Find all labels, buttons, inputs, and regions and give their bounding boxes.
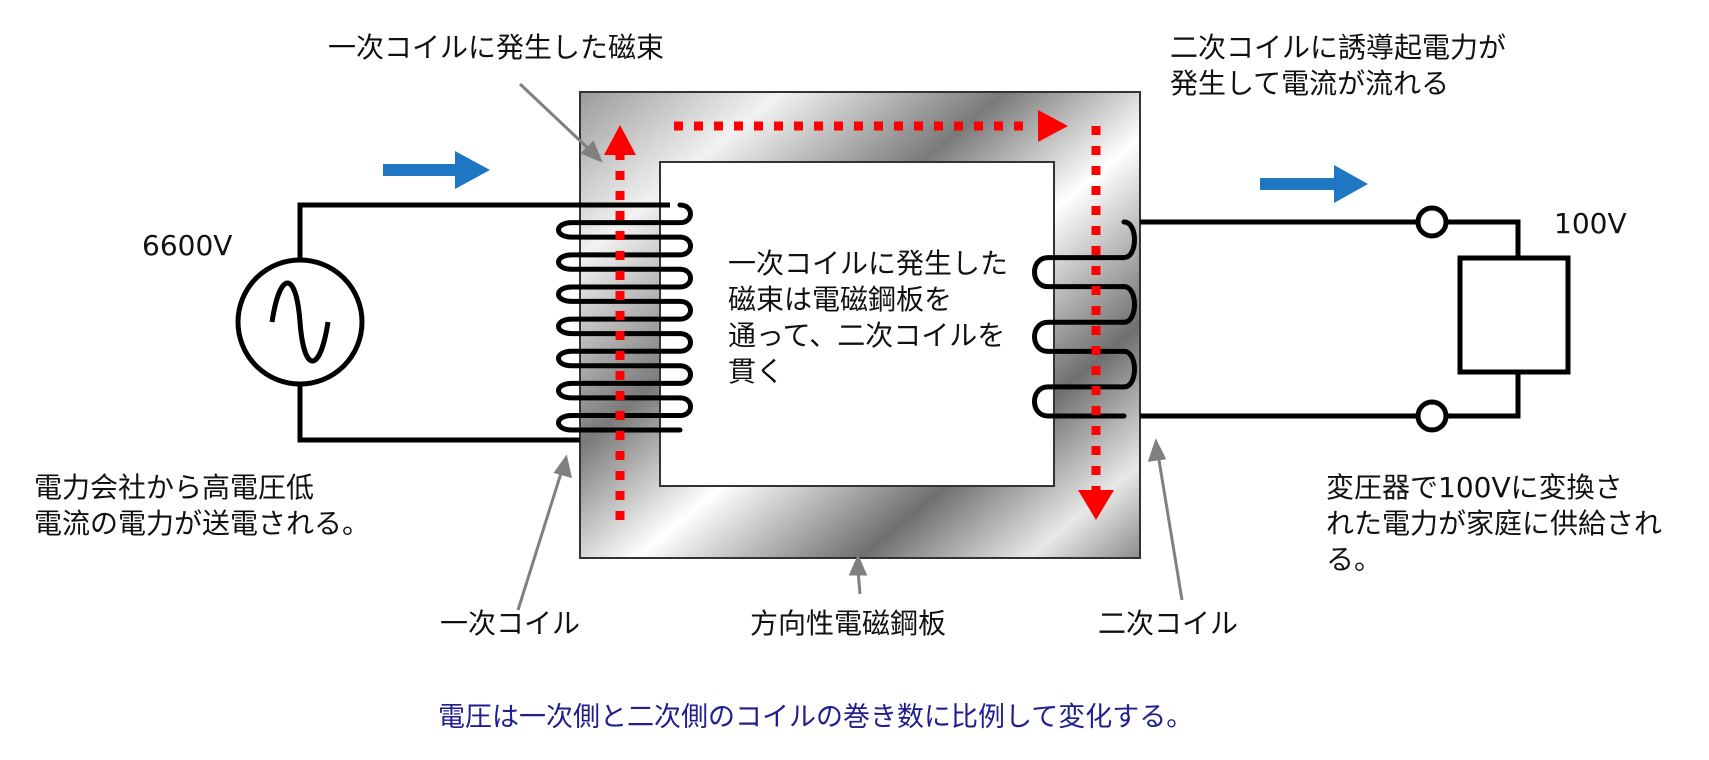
primary-coil-winding [556, 202, 693, 240]
primary-coil-winding [556, 331, 693, 369]
label-flux-path: 一次コイルに発生した 磁束は電磁鋼板を 通って、二次コイルを 貫く [728, 247, 1009, 388]
sine-wave-icon [269, 280, 331, 364]
label-secondary-coil: 二次コイル [1098, 607, 1239, 640]
ac-source [235, 257, 365, 387]
resistor-icon [1457, 255, 1571, 375]
terminal-bottom [1415, 399, 1449, 433]
secondary-coil-winding [1032, 348, 1137, 419]
label-primary-coil: 一次コイル [440, 607, 581, 640]
current-arrow-input [383, 151, 490, 189]
label-primary-flux: 一次コイルに発生した磁束 [328, 31, 665, 64]
pointer-arrows [516, 82, 1184, 611]
flux-arrows [615, 121, 1101, 520]
pointer-primary-coil [516, 469, 564, 611]
primary-coil-winding [556, 266, 693, 304]
primary-coil-winding [556, 298, 693, 337]
primary-coil-winding [556, 234, 693, 272]
right-arrow-icon [1334, 165, 1368, 203]
flux-arrowhead-down [1078, 490, 1114, 520]
label-core: 方向性電磁鋼板 [750, 607, 947, 640]
label-input-voltage: 6600V [142, 229, 233, 262]
current-arrow-output [1260, 165, 1368, 203]
label-output-voltage: 100V [1554, 207, 1627, 240]
primary-coil [556, 202, 693, 433]
secondary-coil [1032, 219, 1137, 419]
right-arrow-icon [455, 151, 490, 189]
secondary-coil-winding [1032, 284, 1137, 354]
terminal-top [1415, 205, 1449, 239]
primary-coil-winding [556, 363, 693, 401]
secondary-circuit-wires [1140, 219, 1521, 419]
label-secondary-emf: 二次コイルに誘導起電力が 発生して電流が流れる [1170, 31, 1507, 100]
flux-arrowhead-up [604, 125, 636, 155]
pointer-secondary-coil [1156, 453, 1184, 601]
primary-coil-winding [556, 395, 693, 433]
label-home-delivery: 変圧器で100Vに変換さ れた電力が家庭に供給される。 [1326, 471, 1663, 576]
pointer-flux [518, 82, 594, 154]
magnetic-core [579, 91, 1141, 559]
caption: 電圧は一次側と二次側のコイルの巻き数に比例して変化する。 [438, 702, 1194, 733]
label-power-supply: 電力会社から高電圧低 電流の電力が送電される。 [34, 471, 371, 540]
secondary-coil-winding [1032, 219, 1137, 290]
flux-arrowhead-right [1038, 110, 1068, 142]
